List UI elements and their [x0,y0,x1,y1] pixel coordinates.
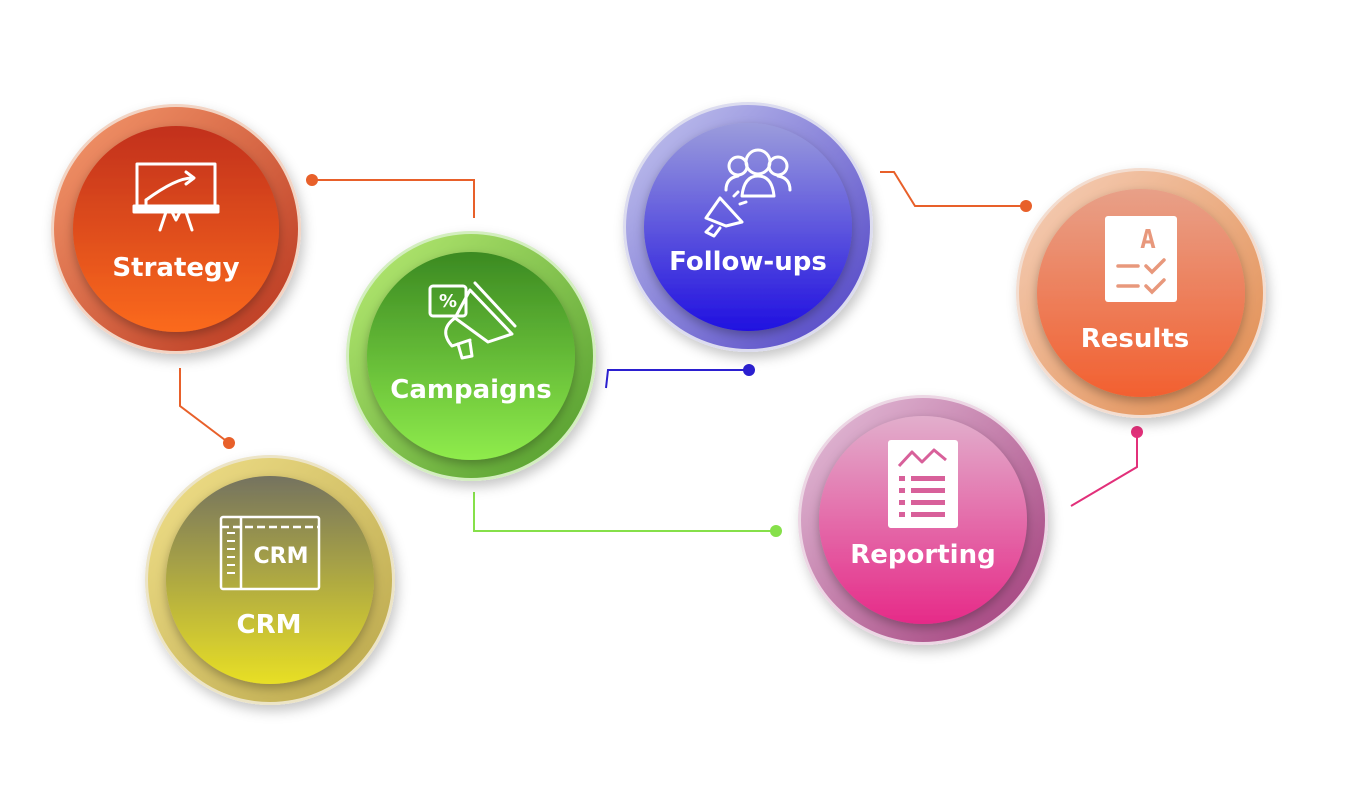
team-megaphone-icon [704,148,792,238]
node-reporting[interactable]: Reporting [798,395,1048,645]
node-inner-disc [644,123,852,331]
checklist-grade-icon: A [1105,216,1177,302]
connector-line [312,179,475,218]
connector-dot [306,174,318,186]
connector-dot [223,437,235,449]
node-label: Campaigns [390,375,551,405]
report-document-icon [888,440,958,528]
node-campaigns[interactable]: % Campaigns [346,231,596,481]
connector-line [880,171,1026,207]
node-inner-disc [73,126,279,332]
grade-letter: A [1140,225,1156,255]
node-crm[interactable]: CRM CRM [145,455,395,705]
node-results[interactable]: A Results [1016,168,1266,418]
connector-dot [770,525,782,537]
connector-campaigns-reporting [473,492,782,537]
connector-line [605,369,749,389]
svg-text:%: % [439,291,457,312]
presentation-board-icon [132,162,220,232]
connector-campaigns-followups [605,364,755,389]
node-label: Follow-ups [669,247,827,277]
connector-reporting-results [1070,426,1143,507]
connector-strategy-campaigns [306,174,475,218]
connector-dot [743,364,755,376]
connector-followups-results [880,171,1032,212]
megaphone-discount-icon: % [428,281,517,360]
connector-line [1070,432,1138,507]
node-label: Strategy [112,253,239,283]
connector-line [179,368,230,444]
crm-icon-text: CRM [254,544,309,569]
node-label: CRM [237,610,302,640]
node-label: Reporting [850,540,995,570]
node-inner-disc [166,476,374,684]
crm-window-icon: CRM [219,515,321,591]
connector-dot [1131,426,1143,438]
node-strategy[interactable]: Strategy [51,104,301,354]
connector-line [473,492,776,532]
connector-dot [1020,200,1032,212]
connector-strategy-crm [179,368,235,449]
node-followups[interactable]: Follow-ups [623,102,873,352]
node-label: Results [1081,324,1189,354]
